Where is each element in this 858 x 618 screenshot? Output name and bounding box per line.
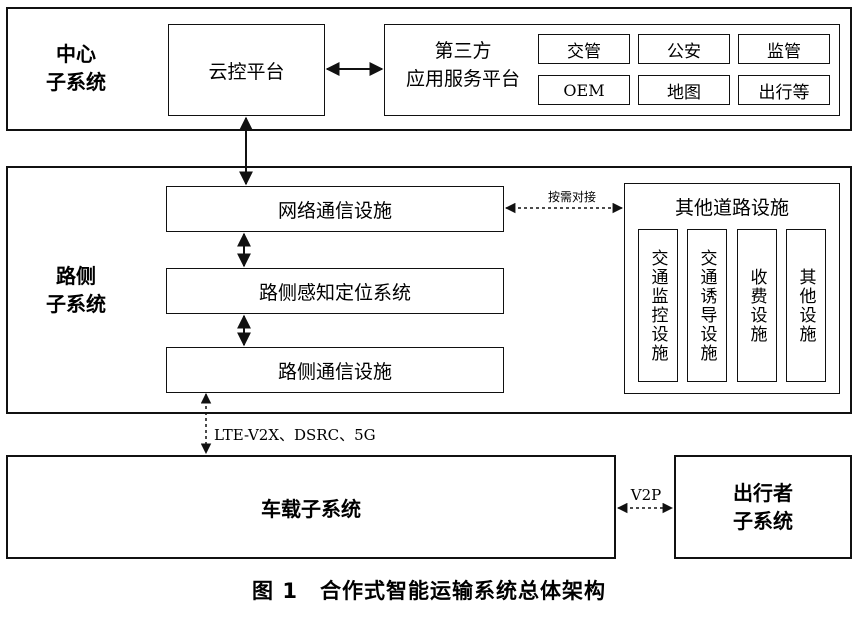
vehicle-subsystem[interactable]: 车载子系统 [6,455,616,559]
app-traffic-police[interactable]: 交管 [538,34,630,64]
app-oem[interactable]: OEM [538,75,630,105]
other-facility[interactable]: 其他设施 [786,229,826,382]
traveler-subsystem[interactable]: 出行者 子系统 [674,455,852,559]
roadside-label-line2: 子系统 [46,292,106,316]
v2p-link-label: V2P [630,486,662,504]
on-demand-label: 按需对接 [547,190,596,204]
center-label-line1: 中心 [56,42,96,66]
app-public-security[interactable]: 公安 [638,34,730,64]
center-subsystem-label: 中心 子系统 [40,40,112,96]
traffic-monitoring-facility[interactable]: 交通监控设施 [638,229,678,382]
cloud-control-platform[interactable]: 云控平台 [168,24,325,116]
center-label-line2: 子系统 [46,70,106,94]
traveler-label-line2: 子系统 [733,509,793,533]
third-party-line2: 应用服务平台 [405,68,520,90]
roadside-subsystem-label: 路侧 子系统 [40,262,112,318]
roadside-perception-positioning-system[interactable]: 路侧感知定位系统 [166,268,504,314]
network-communication-facility[interactable]: 网络通信设施 [166,186,504,232]
roadside-label-line1: 路侧 [56,264,96,288]
traffic-guidance-facility[interactable]: 交通诱导设施 [687,229,727,382]
toll-facility[interactable]: 收费设施 [737,229,777,382]
app-map[interactable]: 地图 [638,75,730,105]
app-travel-etc[interactable]: 出行等 [738,75,830,105]
traveler-label-line1: 出行者 [733,481,793,505]
third-party-line1: 第三方 [434,40,492,62]
figure-caption: 图 1 合作式智能运输系统总体架构 [252,579,606,603]
other-road-facilities-title: 其他道路设施 [674,197,789,219]
cloud-control-label: 云控平台 [208,60,285,83]
v2x-link-label: LTE-V2X、DSRC、5G [214,426,376,444]
roadside-communication-facility[interactable]: 路侧通信设施 [166,347,504,393]
app-regulation[interactable]: 监管 [738,34,830,64]
